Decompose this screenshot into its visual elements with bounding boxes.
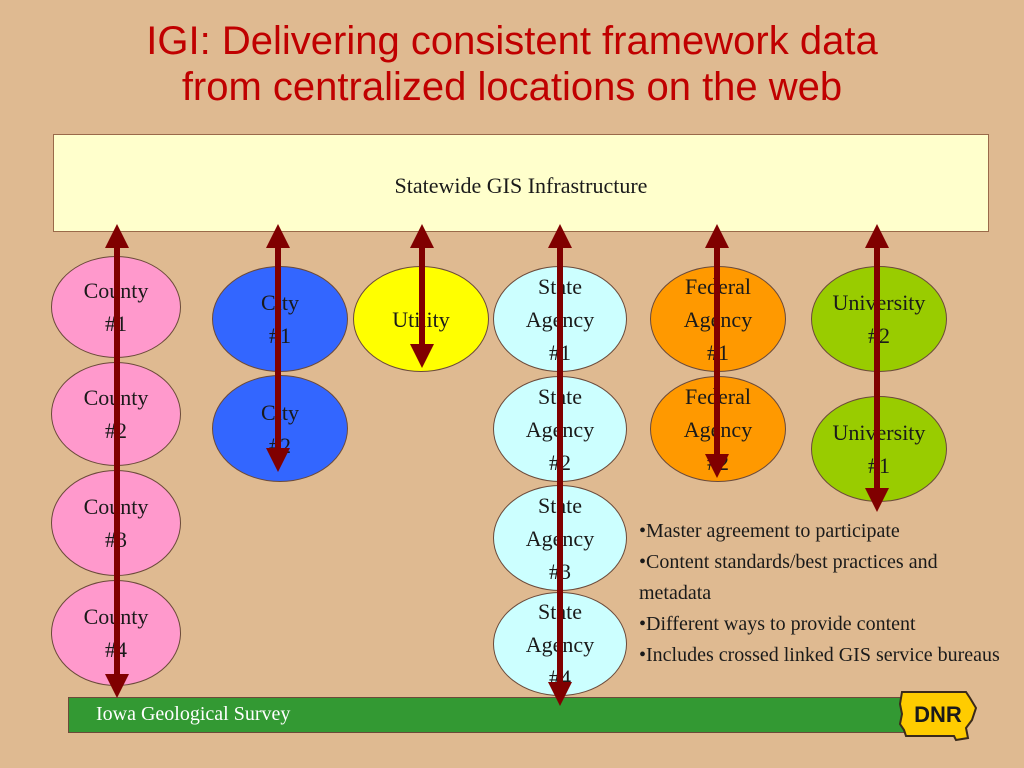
state-agency-1-node: State Agency #1	[493, 266, 627, 372]
county-3-label: County #3	[83, 494, 149, 552]
federal-agency-1-label: Federal Agency #1	[683, 273, 753, 365]
county-2-label: County #2	[83, 385, 149, 443]
footer-label: Iowa Geological Survey	[96, 703, 291, 725]
slide-title: IGI: Delivering consistent framework dat…	[0, 18, 1024, 110]
dnr-logo-text: DNR	[914, 702, 962, 727]
dnr-logo: DNR	[898, 691, 978, 742]
university-1-label: University #1	[832, 420, 926, 478]
state-agency-3-node: State Agency #3	[493, 485, 627, 591]
county-1-node: County #1	[51, 256, 181, 358]
bullet-item-4: •Includes crossed linked GIS service bur…	[639, 644, 1000, 666]
federal-agency-2-label: Federal Agency #2	[683, 383, 753, 475]
city-2-label: City #2	[261, 399, 299, 458]
university-2-label: University #2	[832, 290, 926, 348]
state-agency-4-node: State Agency #4	[493, 592, 627, 696]
footer-bar: Iowa Geological Survey	[68, 697, 948, 733]
iowa-state-outline-icon	[898, 691, 978, 742]
bullet-notes: •Master agreement to participate •Conten…	[639, 516, 1009, 671]
bullet-item-2: •Content standards/best practices and me…	[639, 551, 938, 604]
slide-title-line-2: from centralized locations on the web	[181, 65, 843, 109]
state-agency-4-label: State Agency #4	[525, 598, 595, 690]
county-4-node: County #4	[51, 580, 181, 686]
federal-agency-2-node: Federal Agency #2	[650, 376, 786, 482]
university-1-node: University #1	[811, 396, 947, 502]
slide-title-line-1: IGI: Delivering consistent framework dat…	[146, 19, 878, 63]
bullet-item-1: •Master agreement to participate	[639, 520, 900, 542]
utility-node: Utility	[353, 266, 489, 372]
state-agency-3-label: State Agency #3	[525, 492, 595, 584]
bullet-item-3: •Different ways to provide content	[639, 613, 916, 635]
statewide-infrastructure-box: Statewide GIS Infrastructure	[53, 134, 989, 232]
utility-label: Utility	[392, 306, 450, 332]
statewide-infrastructure-label: Statewide GIS Infrastructure	[394, 173, 648, 198]
state-agency-1-label: State Agency #1	[525, 273, 595, 365]
county-2-node: County #2	[51, 362, 181, 466]
university-2-node: University #2	[811, 266, 947, 372]
county-3-node: County #3	[51, 470, 181, 576]
county-1-label: County #1	[83, 278, 149, 336]
city-1-node: City #1	[212, 266, 348, 372]
state-agency-2-node: State Agency #2	[493, 376, 627, 482]
city-1-label: City #1	[261, 290, 299, 348]
city-2-node: City #2	[212, 375, 348, 482]
federal-agency-1-node: Federal Agency #1	[650, 266, 786, 372]
county-4-label: County #4	[83, 604, 149, 662]
state-agency-2-label: State Agency #2	[525, 383, 595, 475]
